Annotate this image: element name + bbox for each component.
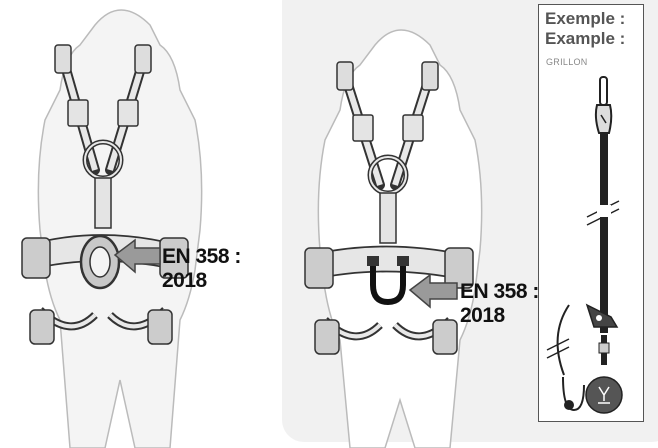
left-callout-standard: EN 358 : xyxy=(162,245,241,269)
left-callout-year: 2018 xyxy=(162,269,241,293)
lanyard-illustration xyxy=(539,5,643,421)
left-callout: EN 358 : 2018 xyxy=(162,245,241,293)
right-callout-year: 2018 xyxy=(460,304,539,328)
right-harness-figure xyxy=(285,0,535,448)
right-callout: EN 358 : 2018 xyxy=(460,280,539,328)
right-callout-standard: EN 358 : xyxy=(460,280,539,304)
example-box: Exemple : Example : GRILLON xyxy=(538,4,644,422)
left-harness-figure xyxy=(0,0,290,448)
